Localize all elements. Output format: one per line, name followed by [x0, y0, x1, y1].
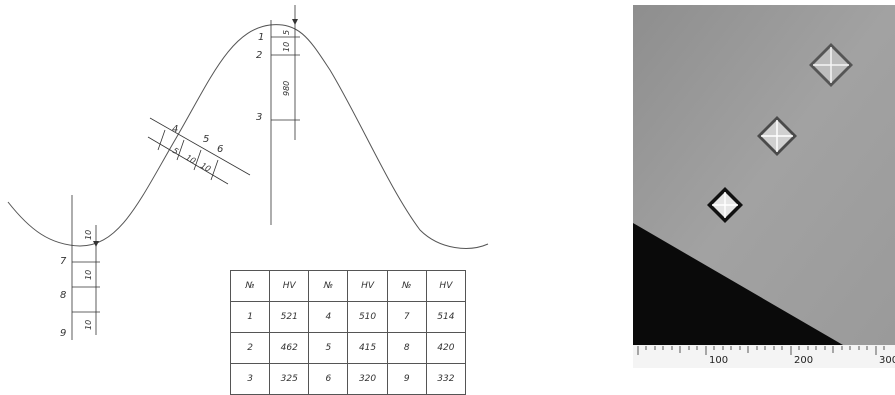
header-cell: №: [386, 270, 427, 302]
header-cell: HV: [347, 270, 388, 302]
thread-profile-curve: [7, 24, 489, 249]
indent-1: [809, 43, 853, 87]
table-cell: 332: [425, 363, 467, 395]
slope-line-b: [147, 136, 229, 185]
table-header-row: № HV № HV № HV: [229, 270, 467, 302]
micrograph: 100 200 300: [633, 5, 895, 368]
scale-label-100: 100: [709, 355, 728, 366]
table-cell: 1: [229, 301, 271, 333]
dim-top-2: 10: [282, 42, 291, 52]
table-cell: 462: [269, 332, 310, 364]
arrow-bottom: [93, 241, 99, 247]
header-cell: №: [308, 270, 349, 302]
scale-ticks: [637, 346, 885, 355]
table-cell: 8: [386, 332, 427, 364]
dim-bottom-1: 10: [84, 230, 93, 240]
point-label-4: 4: [172, 124, 178, 135]
table-cell: 325: [269, 363, 310, 395]
header-cell: HV: [425, 270, 467, 302]
dim-top-1: 5: [282, 30, 291, 35]
table-cell: 4: [308, 301, 349, 333]
dark-region: [633, 223, 843, 345]
slope-line-a: [149, 117, 251, 176]
header-cell: №: [229, 270, 271, 302]
point-label-5: 5: [203, 134, 209, 145]
scale-label-200: 200: [794, 355, 813, 366]
dim-bottom-3: 10: [84, 320, 93, 330]
table-row: 1 521 4 510 7 514: [229, 301, 467, 333]
indent-3: [707, 187, 743, 223]
arrow-top: [292, 19, 298, 25]
table-cell: 3: [229, 363, 271, 395]
scale-bar: [633, 345, 895, 368]
point-label-2: 2: [256, 50, 262, 61]
point-label-7: 7: [60, 256, 67, 267]
point-label-9: 9: [60, 328, 66, 339]
table-row: 2 462 5 415 8 420: [229, 332, 467, 364]
profile-drawing: 1 2 3 5 10 980 4 5 6 5 10 10 7 8 9 10 10…: [7, 5, 489, 340]
table-cell: 521: [269, 301, 310, 333]
dim-slope-1: 5: [171, 146, 180, 156]
dim-slope-2: 10: [184, 153, 197, 166]
slope-tick-6: [193, 149, 202, 171]
table-cell: 510: [347, 301, 388, 333]
table-cell: 420: [425, 332, 467, 364]
header-cell: HV: [269, 270, 310, 302]
micrograph-image: 100 200 300: [633, 5, 895, 368]
hardness-table: № HV № HV № HV 1 521 4 510 7 514 2 462 5…: [229, 270, 467, 395]
indent-2: [757, 116, 797, 156]
dim-top-3: 980: [282, 81, 291, 96]
table-cell: 7: [386, 301, 427, 333]
point-label-1: 1: [258, 32, 264, 43]
scale-label-300: 300: [879, 355, 895, 366]
table-cell: 320: [347, 363, 388, 395]
dim-bottom-2: 10: [84, 270, 93, 280]
table-row: 3 325 6 320 9 332: [229, 363, 467, 395]
dim-slope-3: 10: [199, 161, 212, 174]
point-label-3: 3: [256, 112, 262, 123]
slope-tick-5: [176, 139, 185, 161]
table-cell: 9: [386, 363, 427, 395]
slope-tick-7: [210, 159, 219, 181]
table-cell: 514: [425, 301, 467, 333]
point-label-6: 6: [217, 144, 223, 155]
table-cell: 2: [229, 332, 271, 364]
table-cell: 6: [308, 363, 349, 395]
table-cell: 415: [347, 332, 388, 364]
point-label-8: 8: [60, 290, 66, 301]
slope-tick-4: [157, 129, 166, 151]
table-cell: 5: [308, 332, 349, 364]
